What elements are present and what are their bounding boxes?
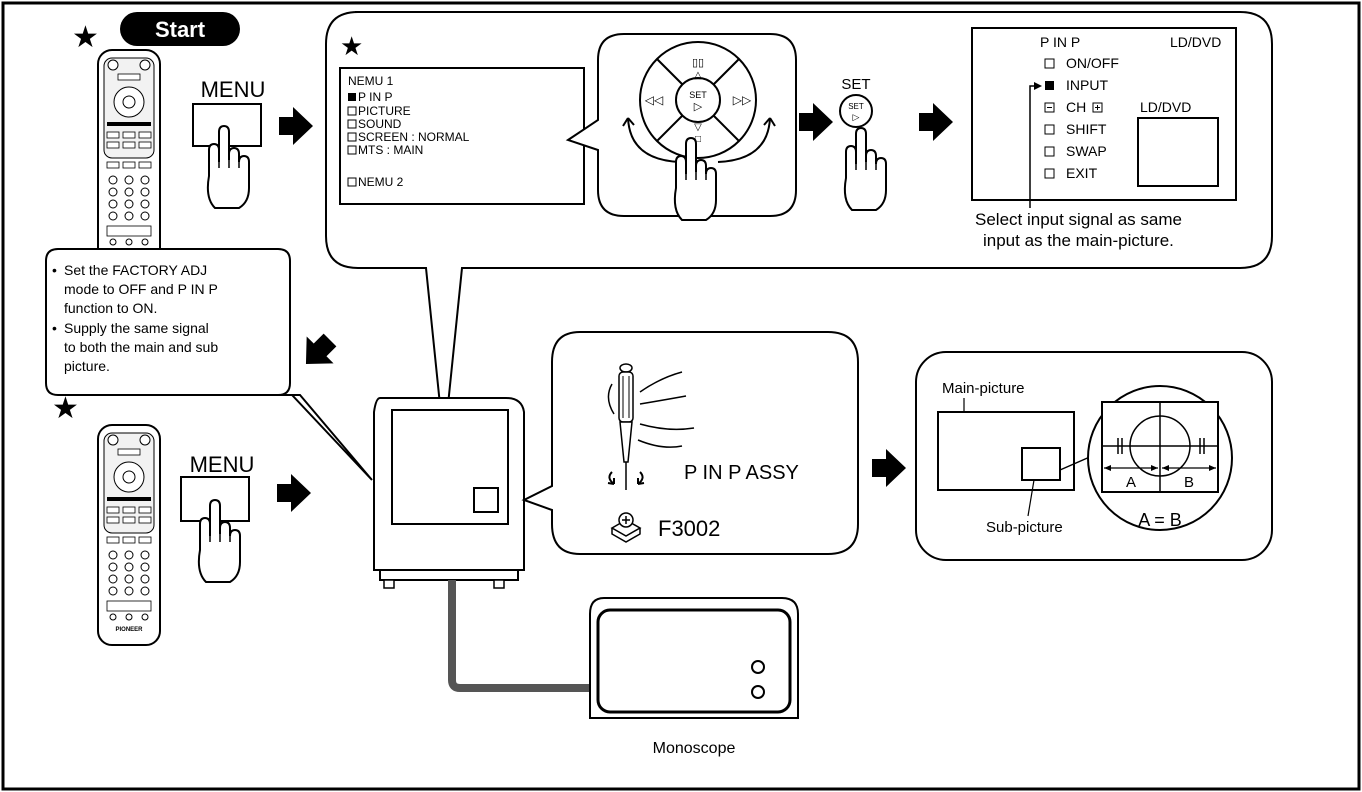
tv-receiver — [373, 397, 525, 589]
start-label: Start — [155, 17, 206, 42]
osd-item-nemu2: NEMU 2 — [358, 175, 404, 189]
arrow-right-icon-1 — [279, 107, 313, 145]
note-1-line-3: function to ON. — [64, 300, 157, 316]
pinp-item-shift: SHIFT — [1066, 121, 1107, 137]
note-2-line-2: to both the main and sub — [64, 339, 218, 355]
rotate-left-arrow-icon — [627, 117, 681, 163]
svg-text:□: □ — [695, 134, 701, 145]
gripping-hand-icon — [607, 371, 695, 448]
osd-checkbox-icon — [347, 106, 357, 116]
note-bullet-2: • — [52, 320, 57, 336]
star-marker-3: ★ — [52, 392, 79, 425]
select-note-line-1: Select input signal as same — [975, 210, 1182, 229]
pinp-sub-window — [1137, 117, 1219, 187]
osd-checkbox-icon — [347, 145, 357, 155]
osd-item-pinp: P IN P — [358, 90, 392, 104]
pinp-checkbox-icon — [1044, 146, 1055, 157]
menu-label-top: MENU — [201, 77, 266, 102]
equation-label: A = B — [1138, 510, 1182, 530]
pinp-item-ch: CH — [1066, 99, 1086, 115]
label-a: A — [1126, 474, 1136, 491]
note-1-line-2: mode to OFF and P IN P — [64, 281, 218, 297]
arrow-down-left-icon — [292, 326, 344, 378]
svg-text:▷▷: ▷▷ — [733, 93, 752, 107]
set-label: SET — [841, 76, 870, 93]
part-label: F3002 — [658, 516, 720, 541]
set-button-text: SET — [848, 102, 864, 111]
svg-text:SET: SET — [689, 90, 707, 100]
osd-item-screen: SCREEN : NORMAL — [358, 130, 470, 144]
osd-selected-marker — [348, 93, 356, 101]
remote-control-1: PIONEER — [97, 49, 161, 271]
osd-menu-title: NEMU 1 — [348, 74, 394, 88]
note-bullet-1: • — [52, 262, 57, 278]
pinp-selected-marker — [1045, 81, 1054, 90]
star-marker-2: ★ — [340, 31, 363, 61]
screwdriver-icon — [618, 363, 634, 490]
direction-pad: SET ▷ ▯▯ △ ▽ □ ◁◁ ▷▷ — [639, 41, 757, 159]
pinp-item-input: INPUT — [1066, 77, 1108, 93]
remote-control-2: PIONEER — [97, 424, 161, 646]
label-b: B — [1184, 474, 1194, 491]
menu-label-bottom: MENU — [190, 452, 255, 477]
svg-text:▽: ▽ — [694, 122, 702, 133]
osd-checkbox-icon — [347, 177, 357, 187]
sub-picture-label: Sub-picture — [986, 519, 1063, 536]
pinp-sub-label: LD/DVD — [1140, 99, 1191, 115]
note-2-line-1: Supply the same signal — [64, 320, 209, 336]
svg-text:◁◁: ◁◁ — [645, 93, 664, 107]
pinp-item-exit: EXIT — [1066, 165, 1098, 181]
ch-plus-icon — [1092, 102, 1103, 113]
tv-pinp-window — [473, 487, 499, 513]
osd-menu-panel — [339, 67, 585, 205]
note-1-line-1: Set the FACTORY ADJ — [64, 262, 207, 278]
sub-picture-frame — [1021, 447, 1061, 481]
svg-text:▯▯: ▯▯ — [692, 57, 704, 69]
svg-text:△: △ — [694, 70, 702, 81]
main-picture-label: Main-picture — [942, 380, 1025, 397]
set-button-icon — [839, 94, 873, 128]
assy-label: P IN P ASSY — [684, 462, 799, 484]
osd-item-picture: PICTURE — [358, 104, 411, 118]
sub-picture-magnified: A B — [1087, 385, 1233, 531]
pinp-menu-title: P IN P — [1040, 34, 1080, 50]
osd-item-mts: MTS : MAIN — [358, 143, 423, 157]
pinp-item-swap: SWAP — [1066, 143, 1107, 159]
rotate-right-arrow-icon — [717, 117, 771, 163]
monoscope-label: Monoscope — [653, 740, 736, 757]
osd-checkbox-icon — [347, 132, 357, 142]
video-cable — [448, 580, 598, 692]
pinp-menu-source: LD/DVD — [1170, 34, 1221, 50]
svg-text:▷: ▷ — [694, 101, 703, 113]
ch-minus-icon — [1044, 102, 1055, 113]
svg-text:▷: ▷ — [853, 112, 860, 122]
osd-item-sound: SOUND — [358, 117, 402, 131]
select-note-line-2: input as the main-picture. — [983, 231, 1174, 250]
star-marker-1: ★ — [72, 21, 99, 54]
pinp-checkbox-icon — [1044, 168, 1055, 179]
pinp-checkbox-icon — [1044, 58, 1055, 69]
arrow-right-icon-4 — [277, 474, 311, 512]
remote-brand-2: PIONEER — [115, 627, 143, 633]
trimmer-part-icon — [610, 512, 642, 543]
start-badge — [120, 12, 240, 46]
monoscope-knob-icon — [751, 685, 765, 699]
setup-note-bubble — [45, 248, 373, 481]
note-2-line-3: picture. — [64, 358, 110, 374]
monoscope-device — [589, 597, 799, 719]
pinp-item-onoff: ON/OFF — [1066, 55, 1119, 71]
arrow-right-icon-5 — [872, 449, 906, 487]
pinp-checkbox-icon — [1044, 124, 1055, 135]
osd-checkbox-icon — [347, 119, 357, 129]
adjustment-callout — [521, 331, 859, 555]
monoscope-knob-icon — [751, 660, 765, 674]
